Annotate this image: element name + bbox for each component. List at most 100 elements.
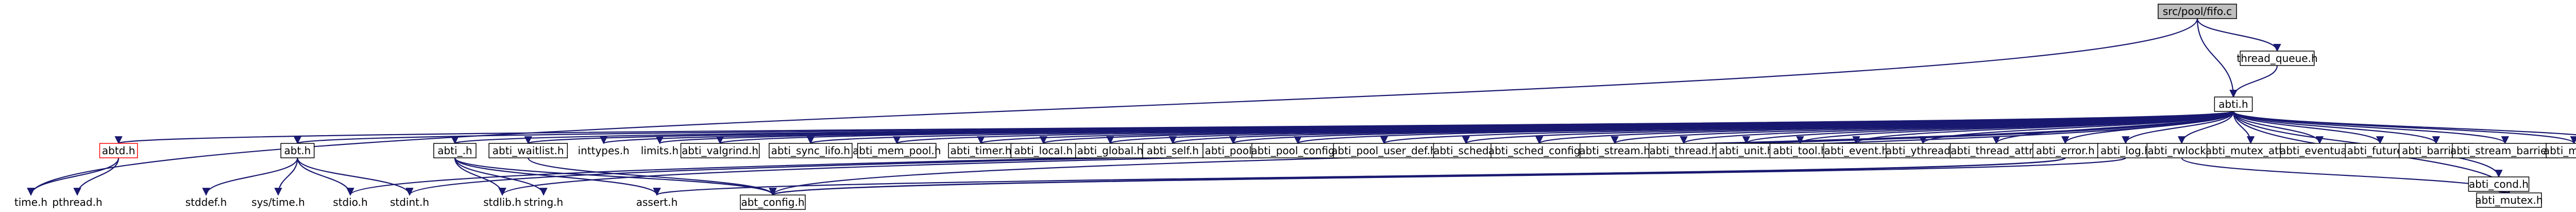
node-label: abti_mem.h: [2544, 144, 2576, 157]
node-pthread-h[interactable]: pthread.h: [52, 196, 102, 208]
node-box: [2476, 192, 2542, 208]
node-box: [280, 143, 315, 158]
node-string-h[interactable]: string.h: [524, 196, 563, 208]
node-label: abti_log.h: [2100, 144, 2151, 157]
node-abti-pool-config-h[interactable]: abti_pool_config.h: [1251, 143, 1345, 158]
node-abti-thread-h[interactable]: abti_thread.h: [1648, 143, 1719, 158]
include-edge: [73, 157, 120, 196]
node-abti-local-h[interactable]: abti_local.h: [1010, 143, 1076, 158]
node-stddef-h[interactable]: stddef.h: [185, 196, 227, 208]
node-abti-stream-barrier-h[interactable]: abti_stream_barrier.h: [2450, 143, 2560, 158]
node-label: thread_queue.h: [2236, 52, 2317, 64]
node-abti-tool-h[interactable]: abti_tool.h: [1769, 143, 1831, 158]
node-box: [99, 143, 138, 158]
node-inttypes-h[interactable]: inttypes.h: [578, 144, 630, 157]
node-label: abti.h: [2218, 98, 2248, 110]
include-edge: [1852, 110, 2234, 144]
include-edge: [27, 157, 120, 196]
node-label: abti_ythread.h: [1886, 144, 1960, 157]
node-box: [1950, 143, 2043, 158]
node-abti-event-h[interactable]: abti_event.h: [1823, 143, 1889, 158]
node-abt-h[interactable]: abt.h: [280, 143, 315, 158]
node-box: [1886, 143, 1961, 158]
node-label: abti_timer.h: [950, 144, 1011, 157]
node-label: abti_sched.h: [1433, 144, 1498, 157]
node-abti-valgrind-h[interactable]: abti_valgrind.h: [680, 143, 760, 158]
node-abti-sched-config-h[interactable]: abti_sched_config.h: [1488, 143, 1590, 158]
node-stdlib-h[interactable]: stdlib.h: [483, 196, 521, 208]
include-edge: [2232, 110, 2576, 136]
node-abti-mutex-h[interactable]: abti_mutex.h: [2475, 192, 2543, 208]
node-abti-log-h[interactable]: abti_log.h: [2097, 143, 2154, 158]
node-abti-unit-h[interactable]: abti_unit.h: [1716, 143, 1777, 158]
node-abt-config-h[interactable]: abt_config.h: [740, 194, 806, 210]
node-box: [2214, 96, 2253, 112]
include-edge: [2232, 111, 2384, 144]
node-abti-waitlist-h[interactable]: abti_waitlist.h: [488, 143, 568, 158]
node-label: abti_event.h: [1824, 144, 1888, 157]
include-edge: [454, 157, 548, 196]
include-edge: [27, 18, 2198, 196]
node-abti-mem-h[interactable]: abti_mem.h: [2544, 143, 2576, 158]
node-box: [2240, 51, 2315, 66]
node-box: [2546, 143, 2576, 158]
node-stdint-h[interactable]: stdint.h: [390, 196, 429, 208]
include-edge: [297, 157, 354, 196]
node-abti-sched-h[interactable]: abti_sched.h: [1433, 143, 1499, 158]
node-label: abti_global.h: [1077, 144, 1143, 157]
node-box: [769, 143, 853, 158]
node-label: abt_config.h: [741, 196, 804, 208]
node-label: abti_waitlist.h: [493, 144, 564, 157]
node-sys-time-h[interactable]: sys/time.h: [251, 196, 305, 208]
node-label: abti_pool_user_def.h: [1331, 144, 1436, 157]
node-assert-h[interactable]: assert.h: [636, 196, 678, 208]
node-label: abti_sync_lifo.h: [771, 144, 850, 157]
node-label: abti_local.h: [1014, 144, 1073, 157]
node-label: abtd.h: [102, 144, 135, 157]
include-edge: [454, 157, 661, 196]
node-box: [1433, 143, 1499, 158]
node-abti-pool-user-def-h[interactable]: abti_pool_user_def.h: [1331, 143, 1437, 158]
node-abti-timer-h[interactable]: abti_timer.h: [948, 143, 1014, 158]
node-limits-h[interactable]: limits.h: [641, 144, 679, 157]
node-abtd-h[interactable]: abtd.h: [99, 143, 138, 158]
node-label: abti_sched_config.h: [1488, 144, 1590, 157]
node-box: [2158, 4, 2237, 19]
include-edge: [202, 157, 298, 196]
node-label: abti_mem_pool.h: [853, 144, 941, 157]
node-box: [1010, 143, 1076, 158]
node-label: abti_cond.h: [2469, 178, 2529, 190]
node-abti-h[interactable]: abti.h: [2214, 96, 2253, 112]
node-abti-stream-h[interactable]: abti_stream.h: [1579, 143, 1650, 158]
include-edge: [2196, 18, 2281, 52]
node-label: abti_unit.h: [1719, 144, 1773, 157]
node-time-h[interactable]: time.h: [14, 196, 47, 208]
node-box: [2452, 143, 2558, 158]
include-edge: [653, 157, 2066, 196]
node-abti-error-h[interactable]: abti_error.h: [2032, 143, 2098, 158]
node-thread-queue-h[interactable]: thread_queue.h: [2236, 51, 2318, 66]
node-abti-global-h[interactable]: abti_global.h: [1075, 143, 1146, 158]
node-abti-thread-attr-h[interactable]: abti_thread_attr.h: [1950, 143, 2043, 158]
node-box: [488, 143, 568, 158]
node-label: abti_.h: [437, 144, 472, 157]
node-abti-mem-pool-h[interactable]: abti_mem_pool.h: [853, 143, 941, 158]
node-abti-cond-h[interactable]: abti_cond.h: [2468, 176, 2530, 192]
node-label: abti_error.h: [2036, 144, 2095, 157]
node-box: [2206, 143, 2295, 158]
include-edge: [2181, 157, 2513, 194]
node-label: abti_mutex.h: [2475, 194, 2543, 206]
nodes: src/pool/fifo.c thread_queue.h abti.h abtd.…: [14, 4, 2576, 210]
include-edge: [2229, 65, 2278, 98]
node-abti-rwlock-h[interactable]: abti_rwlock.h: [2146, 143, 2217, 158]
node-label: abti_stream_barrier.h: [2450, 144, 2560, 157]
node-abti-ythread-h[interactable]: abti_ythread.h: [1886, 143, 1961, 158]
node-abti-self-h[interactable]: abti_self.h: [1142, 143, 1204, 158]
node-abti-h-lower[interactable]: abti_.h: [433, 143, 477, 158]
node-box: [2097, 143, 2154, 158]
node-stdio-h[interactable]: stdio.h: [333, 196, 367, 208]
include-edge: [454, 157, 506, 196]
node-box: [433, 143, 477, 158]
node-abti-sync-lifo-h[interactable]: abti_sync_lifo.h: [769, 143, 853, 158]
node-root[interactable]: src/pool/fifo.c: [2158, 4, 2237, 19]
